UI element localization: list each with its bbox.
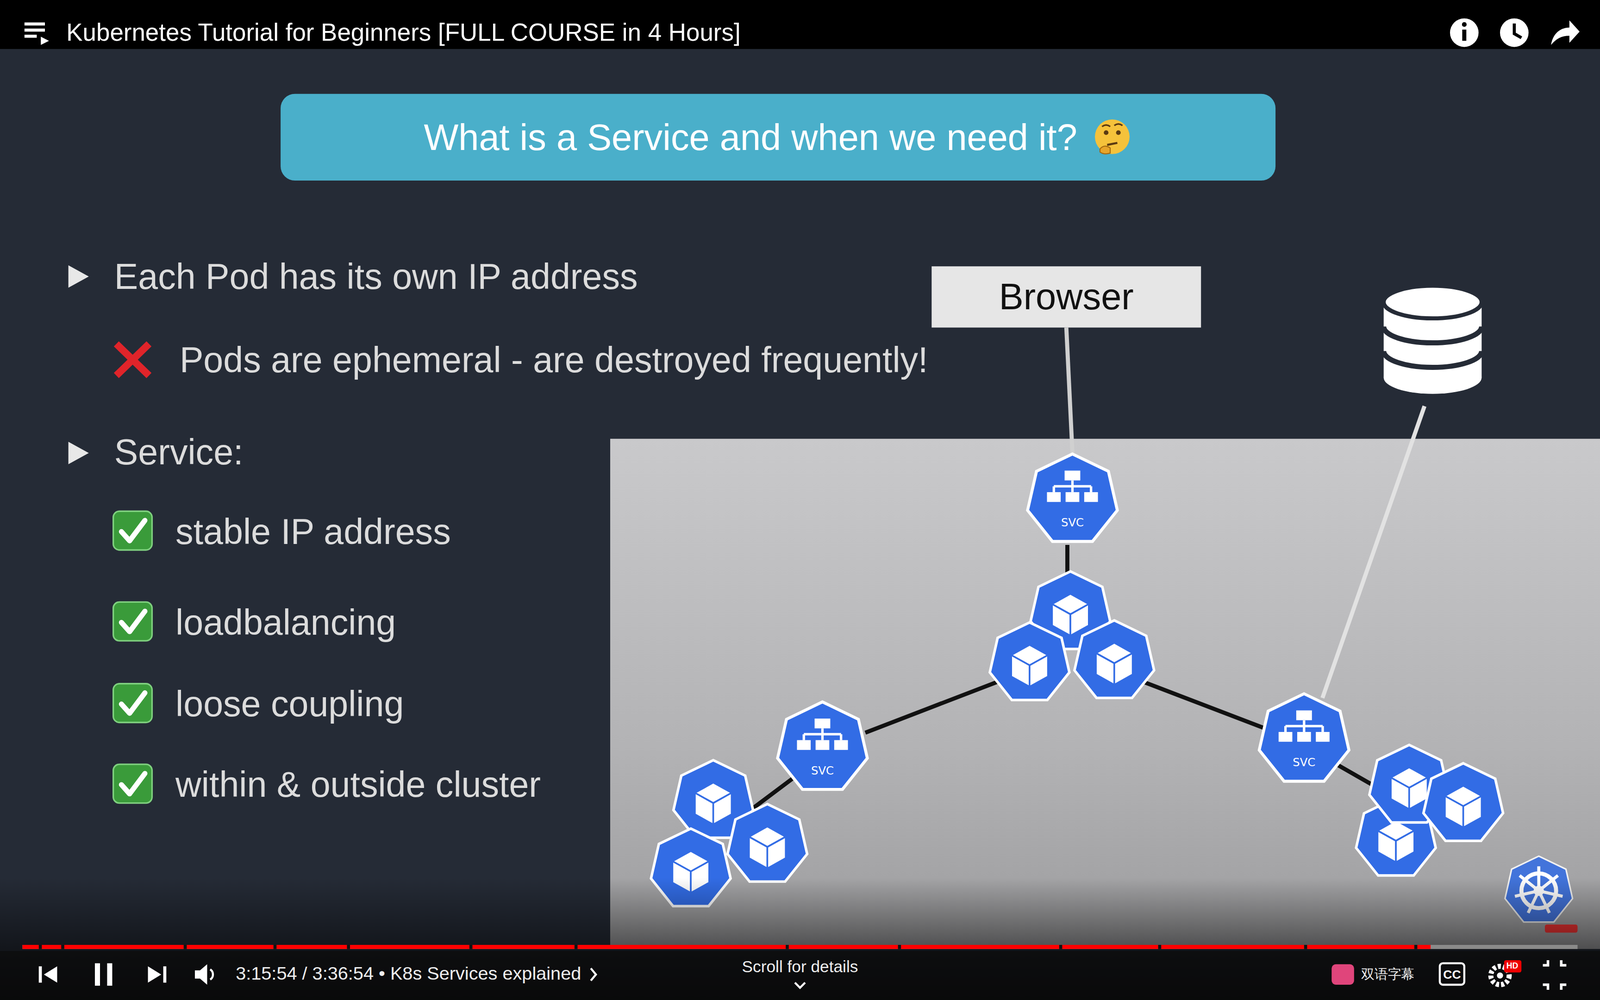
label-text: 3:15:54 / 3:36:54 • K8s Services explain… xyxy=(235,963,582,984)
slide-text: loose coupling xyxy=(175,682,404,726)
database-link xyxy=(1322,406,1425,698)
slide-text: loadbalancing xyxy=(175,600,396,644)
slide-text: Each Pod has its own IP address xyxy=(114,255,638,299)
check-mark xyxy=(113,601,153,641)
slide-text: Scroll for details xyxy=(742,957,859,977)
slide-text: 3:15:54 / 3:36:54 • K8s Services explain… xyxy=(235,963,582,986)
check-mark xyxy=(113,764,153,804)
pod-link xyxy=(1143,681,1266,729)
label-text: Scroll for details xyxy=(742,958,859,976)
label-text: within & outside cluster xyxy=(175,764,541,805)
check-mark xyxy=(113,511,153,550)
service-outline xyxy=(773,699,872,798)
pod-icon xyxy=(989,622,1070,700)
slide-text: CC xyxy=(1443,967,1461,982)
pod-icon xyxy=(1074,620,1155,699)
title-banner: What is a Service and when we need it? xyxy=(280,93,1276,181)
label-text: CC xyxy=(1443,967,1461,982)
label-text: loose coupling xyxy=(175,683,404,724)
label-text: Service: xyxy=(114,431,244,472)
service-node: SVC xyxy=(1255,690,1354,789)
check-mark xyxy=(113,683,153,723)
slide-text: Kubernetes Tutorial for Beginners [FULL … xyxy=(66,18,741,48)
node-text: SVC xyxy=(1061,515,1084,530)
label-text: Each Pod has its own IP address xyxy=(114,256,638,296)
top-bar-icons xyxy=(24,18,1580,48)
progress-bar xyxy=(22,944,1578,950)
service-outline xyxy=(1023,450,1122,550)
slide-text: Service: xyxy=(114,430,244,474)
label-text: 双语字幕 xyxy=(1361,966,1415,982)
cross-stroke xyxy=(116,343,150,376)
title-text: What is a Service and when we need it? xyxy=(423,115,1077,159)
service-outline xyxy=(1255,690,1354,789)
cross-stroke xyxy=(116,343,150,376)
pod-icon xyxy=(1423,763,1504,842)
pod-link xyxy=(753,777,794,809)
cross-mark xyxy=(116,343,150,376)
slide-text: HD xyxy=(1506,961,1519,972)
bullet-triangle xyxy=(68,441,89,464)
service-node: SVC xyxy=(773,699,872,798)
slide-text: stable IP address xyxy=(175,510,451,554)
label-text: Pods are ephemeral - are destroyed frequ… xyxy=(179,339,929,380)
label-text: Kubernetes Tutorial for Beginners [FULL … xyxy=(66,18,741,46)
connector-line xyxy=(1066,327,1073,454)
thinking-emoji xyxy=(1091,116,1133,158)
slide-text: Pods are ephemeral - are destroyed frequ… xyxy=(179,338,929,382)
node-text: SVC xyxy=(811,763,834,778)
slide-text: 双语字幕 xyxy=(1361,966,1415,983)
service-node: SVC xyxy=(1023,450,1122,550)
node-text: SVC xyxy=(1292,755,1316,769)
pod-link xyxy=(865,681,999,733)
database-icon xyxy=(1383,285,1482,394)
slide-text: within & outside cluster xyxy=(175,763,541,807)
label-text: HD xyxy=(1506,961,1519,971)
label-text: stable IP address xyxy=(175,511,451,551)
bullet-triangle xyxy=(68,265,89,288)
pod-icon xyxy=(727,804,808,882)
node-text: Browser xyxy=(999,275,1134,319)
browser-box: Browser xyxy=(931,266,1201,328)
label-text: loadbalancing xyxy=(175,601,396,642)
